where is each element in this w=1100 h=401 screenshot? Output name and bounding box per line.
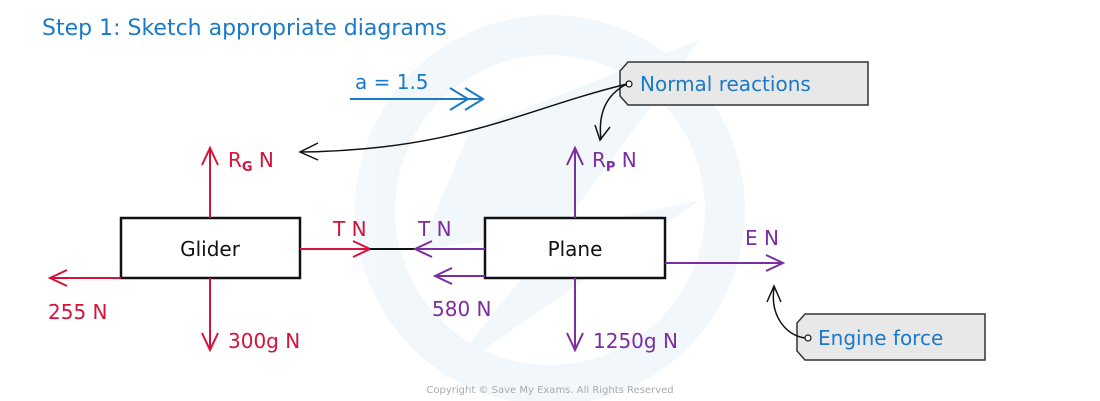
glider-reaction-label: RG N [228,148,274,175]
engine-force-label: E N [745,226,779,250]
plane-force-arrows [412,145,786,353]
glider-resistance-label: 255 N [48,300,108,324]
acceleration-double-arrow-icon [350,87,485,111]
normal-reactions-callout: Normal reactions [298,61,869,161]
engine-force-callout: Engine force [766,284,986,361]
glider-weight-label: 300g N [228,329,300,353]
glider-tension-label: T N [332,217,367,241]
step-title: Step 1: Sketch appropriate diagrams [42,16,447,41]
acceleration-label: a = 1.5 [355,70,429,94]
plane-weight-label: 1250g N [593,329,678,353]
plane-label: Plane [548,237,603,261]
glider-label: Glider [180,237,241,261]
plane-tension-label: T N [417,217,452,241]
svg-text:Normal reactions: Normal reactions [640,72,811,96]
glider-force-arrows [47,145,373,353]
plane-reaction-label: RP N [592,148,637,175]
svg-text:Engine force: Engine force [818,326,943,350]
plane-resistance-label: 580 N [432,297,492,321]
glider-box [119,216,302,280]
copyright-notice: Copyright © Save My Exams. All Rights Re… [426,385,673,396]
